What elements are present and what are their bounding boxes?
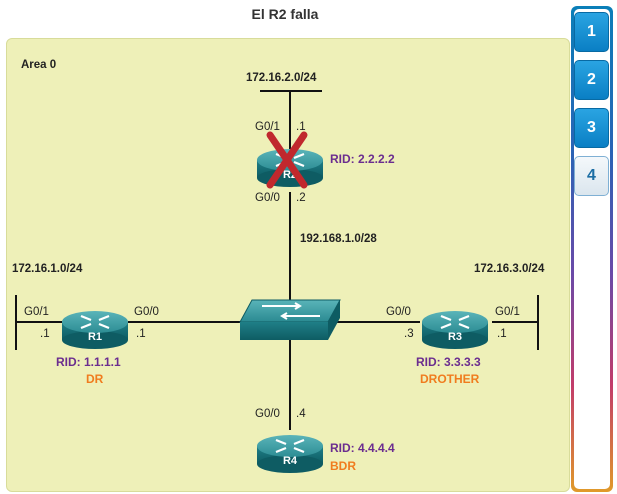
r1-g00-ip: .1 (136, 328, 146, 340)
tab-step-1[interactable]: 1 (574, 12, 609, 52)
r3-rid: RID: 3.3.3.3 (416, 355, 481, 369)
r3-g00-ip: .3 (404, 328, 414, 340)
network-right-label: 172.16.3.0/24 (474, 263, 545, 275)
network-top-label: 172.16.2.0/24 (246, 72, 317, 84)
r3-g01-ip: .1 (497, 328, 507, 340)
page-title: El R2 falla (251, 6, 319, 22)
failure-x-icon (266, 131, 308, 189)
links (15, 90, 539, 430)
r1-g01-label: G0/1 (24, 306, 49, 318)
r1-g01-ip: .1 (40, 328, 50, 340)
router-r1-name: R1 (88, 331, 102, 343)
r4-role: BDR (330, 459, 356, 473)
network-center-label: 192.168.1.0/28 (300, 233, 377, 245)
r2-rid: RID: 2.2.2.2 (330, 152, 395, 166)
tab-step-2[interactable]: 2 (574, 60, 609, 100)
ospf-area-0: Area 0 (6, 38, 570, 492)
r2-g00-label: G0/0 (255, 192, 280, 204)
router-r4-name: R4 (283, 455, 298, 467)
tab-step-3[interactable]: 3 (574, 108, 609, 148)
router-r3-name: R3 (448, 331, 462, 343)
topology-diagram: R1 R2 R3 R4 (15, 90, 539, 473)
r4-g00-label: G0/0 (255, 408, 280, 420)
network-left-label: 172.16.1.0/24 (12, 263, 83, 275)
r2-g01-ip: .1 (296, 121, 306, 133)
step-tabs: 1 2 3 4 (571, 6, 613, 492)
router-r1[interactable]: R1 (62, 311, 128, 349)
r2-g00-ip: .2 (296, 192, 306, 204)
r3-g01-label: G0/1 (495, 306, 520, 318)
r1-g00-label: G0/0 (134, 306, 159, 318)
tab-step-4[interactable]: 4 (574, 156, 609, 196)
r4-g00-ip: .4 (296, 408, 306, 420)
router-r3[interactable]: R3 (422, 311, 488, 349)
r3-g00-label: G0/0 (386, 306, 411, 318)
r4-rid: RID: 4.4.4.4 (330, 441, 395, 455)
r2-g01-label: G0/1 (255, 121, 280, 133)
r1-role: DR (86, 372, 104, 386)
router-r4[interactable]: R4 (257, 435, 323, 473)
r3-role: DROTHER (420, 372, 480, 386)
r1-rid: RID: 1.1.1.1 (56, 355, 121, 369)
area-label: Area 0 (21, 59, 57, 71)
switch (239, 299, 341, 340)
